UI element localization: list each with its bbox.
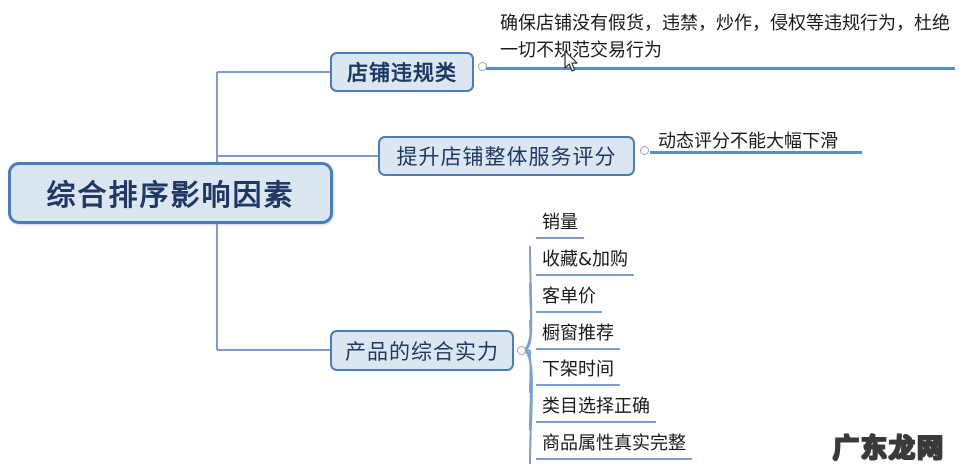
leaf-label: 商品属性真实完整	[542, 433, 686, 454]
leaf-label: 橱窗推荐	[542, 323, 614, 344]
leaf-underline	[536, 348, 620, 350]
leaf-label: 类目选择正确	[542, 396, 650, 417]
leaf-item[interactable]: 商品属性真实完整	[536, 433, 692, 460]
leaf-item[interactable]: 下架时间	[536, 359, 620, 386]
leaf-item[interactable]: 橱窗推荐	[536, 323, 620, 350]
watermark: 广东龙网	[832, 433, 946, 465]
leaf-item[interactable]: 类目选择正确	[536, 396, 656, 423]
leaf-label: 下架时间	[542, 359, 614, 380]
branch-node-shop-violation[interactable]: 店铺违规类	[330, 52, 474, 92]
leaf-underline	[536, 421, 656, 423]
branch-node-label: 产品的综合实力	[345, 339, 499, 364]
note-shop-violation: 确保店铺没有假货，违禁，炒作，侵权等违规行为，杜绝一切不规范交易行为	[500, 13, 950, 61]
leaf-label: 收藏&加购	[542, 249, 629, 270]
branch-node-service-score[interactable]: 提升店铺整体服务评分	[378, 136, 635, 176]
root-node[interactable]: 综合排序影响因素	[8, 162, 333, 224]
note-service-score: 动态评分不能大幅下滑	[658, 131, 838, 152]
leaf-underline	[536, 458, 692, 460]
leaf-underline	[536, 274, 635, 276]
leaf-label: 客单价	[542, 286, 596, 307]
collapse-toggle-branch-2[interactable]	[640, 146, 649, 155]
branch-node-label: 提升店铺整体服务评分	[396, 145, 617, 169]
leaf-underline	[536, 384, 620, 386]
collapse-toggle-branch-1[interactable]	[478, 62, 487, 71]
leaf-item[interactable]: 销量	[536, 212, 584, 239]
branch-node-label: 店铺违规类	[347, 61, 457, 85]
note-underline-1	[486, 67, 955, 70]
root-node-label: 综合排序影响因素	[46, 178, 295, 212]
leaf-underline	[536, 311, 602, 313]
mouse-cursor-icon	[564, 50, 578, 72]
leaf-item[interactable]: 收藏&加购	[536, 249, 635, 276]
leaf-label: 销量	[542, 212, 578, 233]
branch-node-product-strength[interactable]: 产品的综合实力	[330, 330, 514, 371]
leaf-underline	[536, 237, 584, 239]
collapse-toggle-branch-3[interactable]	[517, 346, 526, 355]
note-underline-2	[650, 151, 862, 154]
leaf-item[interactable]: 客单价	[536, 286, 602, 313]
